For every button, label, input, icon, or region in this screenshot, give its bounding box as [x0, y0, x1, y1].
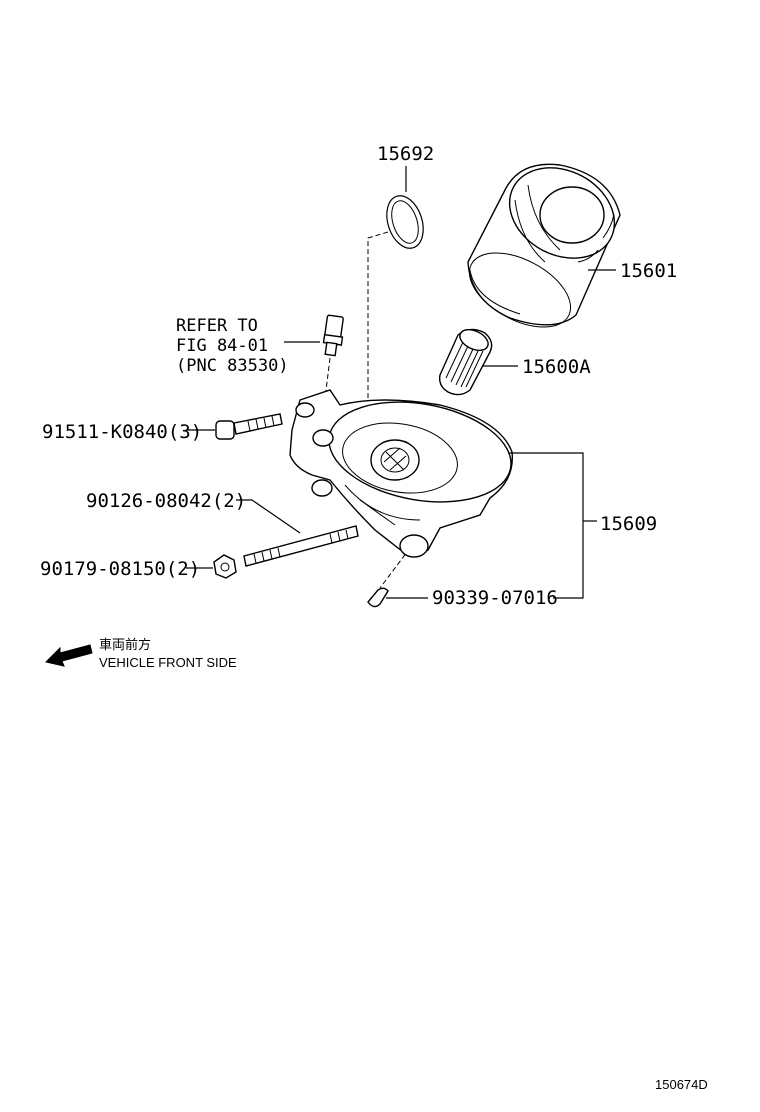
callout-91511-k0840[interactable]: 91511-K0840(3): [42, 421, 202, 443]
callout-90179-08150[interactable]: 90179-08150(2): [40, 558, 200, 580]
leader-15609-bracket: [508, 452, 584, 599]
nut-90179-08150[interactable]: [213, 554, 237, 579]
figure-id: 150674D: [655, 1077, 708, 1092]
refer-line-1: REFER TO: [176, 316, 258, 336]
callout-15600a[interactable]: 15600A: [522, 356, 591, 378]
oil-filter-15601[interactable]: [457, 150, 630, 342]
oil-pressure-switch[interactable]: [322, 314, 344, 357]
direction-english: VEHICLE FRONT SIDE: [99, 655, 237, 670]
callout-15692[interactable]: 15692: [377, 143, 434, 165]
callout-90339-07016[interactable]: 90339-07016: [432, 587, 558, 609]
refer-line-3: (PNC 83530): [176, 356, 289, 376]
pin-90339-07016[interactable]: [367, 587, 389, 608]
alignment-line-gasket: [367, 231, 389, 400]
direction-japanese: 車両前方: [99, 637, 151, 652]
oil-filter-bracket-15609[interactable]: [289, 389, 519, 558]
callout-15601[interactable]: 15601: [620, 260, 677, 282]
stud-90126-08042[interactable]: [243, 525, 359, 567]
alignment-line-switch: [322, 357, 331, 416]
callout-15609[interactable]: 15609: [600, 513, 657, 535]
refer-line-2[interactable]: FIG 84-01: [176, 336, 268, 356]
callout-90126-08042[interactable]: 90126-08042(2): [86, 490, 246, 512]
leader-90126: [236, 499, 301, 534]
bolt-91511-k0840[interactable]: [215, 413, 283, 440]
gasket-15692[interactable]: [380, 191, 429, 253]
vehicle-front-arrow-icon: [45, 644, 93, 667]
union-15600a[interactable]: [438, 326, 493, 396]
